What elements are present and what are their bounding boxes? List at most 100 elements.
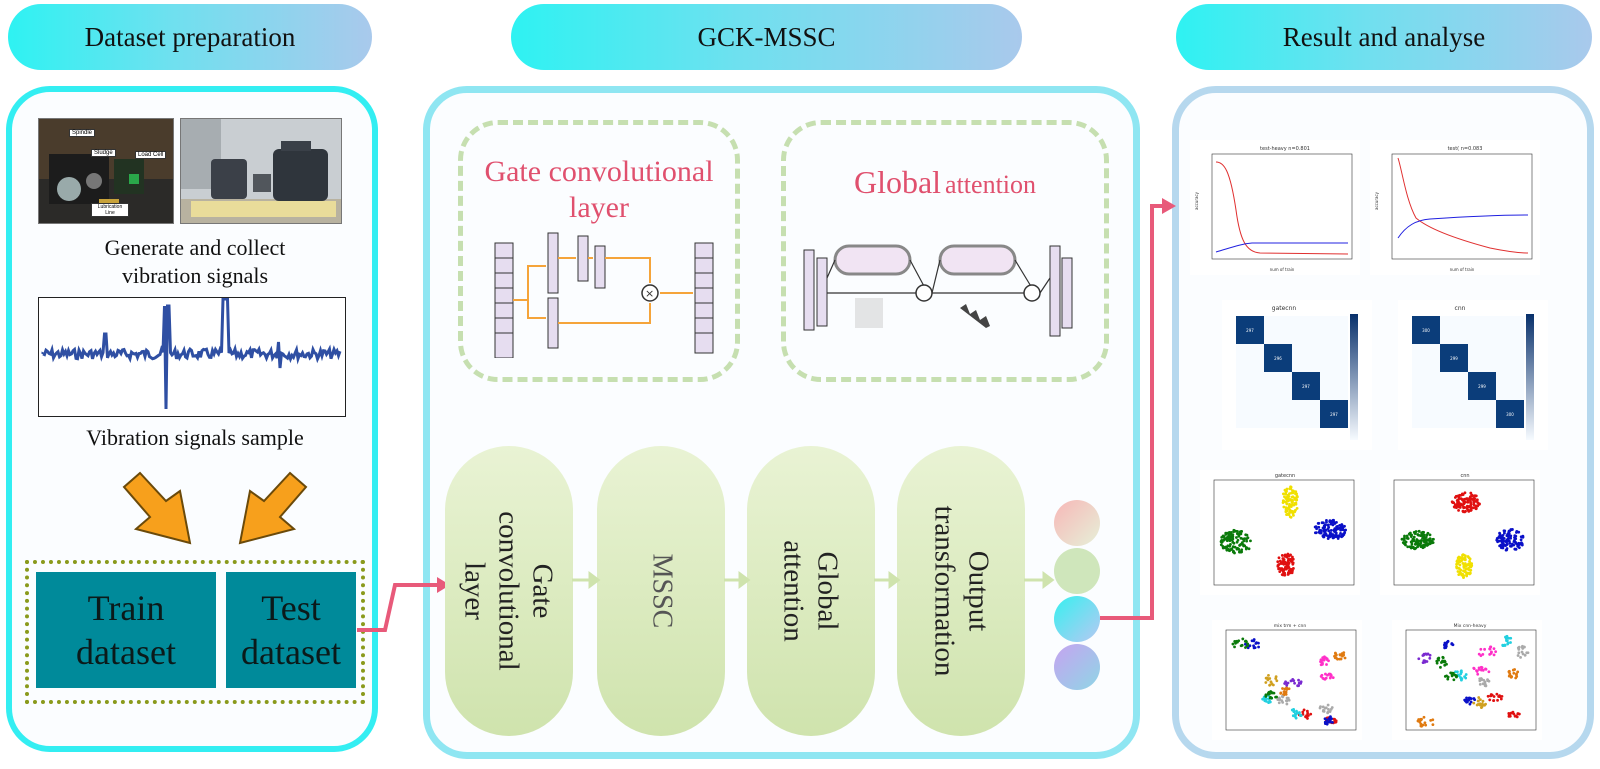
tsne-point xyxy=(1441,656,1445,660)
tsne-point xyxy=(1507,532,1511,536)
tsne-point xyxy=(1343,656,1347,660)
tsne-point xyxy=(1481,652,1485,656)
tsne-point xyxy=(1466,563,1470,567)
tsne-point xyxy=(1322,521,1325,525)
tsne-point xyxy=(1247,547,1251,551)
tsne-point xyxy=(1483,647,1486,651)
test-dataset-block: Test dataset xyxy=(226,572,356,688)
tsne-point xyxy=(1477,696,1481,699)
tsne-point xyxy=(1495,692,1499,696)
tsne-plot-3: mix trm + cnn xyxy=(1212,620,1362,740)
tsne-point xyxy=(1426,652,1430,656)
chart1-ylabel: accuracy xyxy=(1194,191,1199,210)
tsne-point xyxy=(1264,681,1268,684)
tsne-point xyxy=(1240,643,1244,647)
tsne-point xyxy=(1294,490,1298,494)
tsne-point xyxy=(1460,556,1463,560)
tsne-point xyxy=(1264,693,1268,697)
tsne-point xyxy=(1319,529,1323,532)
tsne-point xyxy=(1498,531,1501,535)
tsne-point xyxy=(1322,529,1326,533)
tsne-point xyxy=(1519,535,1523,539)
cm-cell xyxy=(1412,344,1440,372)
tsne-point xyxy=(1466,500,1470,504)
tsne-point xyxy=(1478,698,1482,702)
tsne-point xyxy=(1331,720,1334,724)
tsne-point xyxy=(1483,703,1486,707)
tsne-point xyxy=(1254,642,1258,645)
tsne-point xyxy=(1328,710,1332,713)
tsne-point xyxy=(1513,536,1516,539)
tsne-point xyxy=(1505,540,1508,544)
tsne3-title: mix trm + cnn xyxy=(1274,623,1307,629)
tsne-point xyxy=(1290,503,1294,506)
tsne-point xyxy=(1467,698,1471,702)
tsne-point xyxy=(1469,501,1472,505)
tsne-point xyxy=(1506,641,1510,645)
tsne-point xyxy=(1343,524,1346,528)
tsne-point xyxy=(1320,660,1324,664)
tsne-point xyxy=(1338,657,1341,661)
tsne-point xyxy=(1290,500,1294,504)
tsne-point xyxy=(1492,695,1496,698)
tsne-point xyxy=(1453,503,1457,507)
tsne-point xyxy=(1324,706,1328,710)
tsne-point xyxy=(1508,672,1512,676)
tsne-point xyxy=(1299,714,1303,717)
header-result-analyse-label: Result and analyse xyxy=(1282,21,1486,52)
output-class-dot-2 xyxy=(1054,548,1100,594)
tsne-point xyxy=(1462,553,1466,557)
tsne-point xyxy=(1520,541,1523,545)
tsne-point xyxy=(1301,710,1305,714)
tsne-point xyxy=(1461,510,1465,514)
tsne-point xyxy=(1263,699,1267,703)
tsne-point xyxy=(1293,712,1297,716)
tsne-point xyxy=(1334,653,1338,657)
tsne-point xyxy=(1274,677,1278,680)
tsne-point xyxy=(1240,548,1244,552)
tsne-point xyxy=(1461,503,1464,507)
cm-cell xyxy=(1320,344,1348,372)
tsne-point xyxy=(1280,562,1284,565)
tsne-point xyxy=(1282,690,1286,694)
tsne-point xyxy=(1481,699,1485,703)
tsne-point xyxy=(1276,698,1280,701)
tsne-point xyxy=(1291,677,1295,681)
tsne-point xyxy=(1225,539,1229,543)
cm-cell xyxy=(1292,344,1320,372)
tsne-point xyxy=(1245,537,1249,540)
tsne-point xyxy=(1416,545,1419,549)
tsne-point xyxy=(1417,657,1421,661)
tsne-point xyxy=(1511,528,1514,531)
tsne-point xyxy=(1285,554,1289,558)
tsne-point xyxy=(1405,536,1409,540)
tsne-point xyxy=(1472,503,1476,507)
tsne-point xyxy=(1513,668,1517,671)
tsne-point xyxy=(1336,527,1340,531)
tsne-point xyxy=(1244,646,1247,649)
tsne-point xyxy=(1489,694,1493,698)
tsne-point xyxy=(1297,681,1301,685)
tsne-point xyxy=(1462,557,1466,561)
tsne-point xyxy=(1327,708,1330,711)
tsne-point xyxy=(1406,545,1410,549)
tsne-point xyxy=(1333,717,1336,721)
tsne-point xyxy=(1500,539,1504,543)
tsne-point xyxy=(1470,564,1474,568)
tsne-point xyxy=(1283,571,1287,575)
tsne-point xyxy=(1513,714,1517,718)
tsne-point xyxy=(1516,712,1520,716)
tsne-point xyxy=(1419,539,1423,542)
header-dataset-preparation: Dataset preparation xyxy=(8,4,372,70)
tsne-point xyxy=(1327,659,1330,663)
cm-cell xyxy=(1496,344,1524,372)
tsne-point xyxy=(1507,674,1511,678)
tsne-point xyxy=(1333,527,1337,531)
cm-cell xyxy=(1440,372,1468,400)
cm-cell xyxy=(1468,344,1496,372)
tsne-point xyxy=(1466,498,1470,502)
tsne-point xyxy=(1270,691,1274,695)
tsne-point xyxy=(1507,530,1511,533)
tsne-point xyxy=(1287,507,1291,511)
tsne-point xyxy=(1503,531,1506,535)
